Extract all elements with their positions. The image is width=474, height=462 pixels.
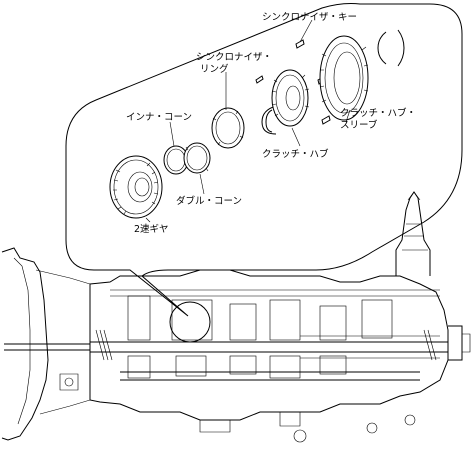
label-synchronizer-ring-2: リング: [200, 63, 229, 75]
second-gear-part: [109, 155, 163, 219]
label-clutch-hub: クラッチ・ハブ: [262, 148, 329, 160]
leader-clutch-hub-sleeve: [345, 109, 351, 123]
synchronizer-key-bottom: [321, 115, 331, 125]
label-clutch-hub-sleeve-2: スリーブ: [340, 119, 378, 131]
snap-ring-left: [261, 105, 277, 135]
snap-ring-right: [377, 29, 405, 67]
label-clutch-hub-sleeve-1: クラッチ・ハブ・: [340, 107, 416, 119]
label-second-gear: 2速ギヤ: [134, 224, 169, 235]
transmission-assembly: [1, 191, 471, 443]
leader-second-gear: [145, 217, 151, 223]
label-synchronizer-ring-1: シンクロナイザ・: [196, 52, 272, 63]
label-synchronizer-key: シンクロナイザ・キー: [262, 12, 357, 23]
label-inner-cone: インナ・コーン: [126, 112, 192, 123]
clutch-hub-part: [271, 69, 310, 127]
leader-clutch-hub: [291, 127, 301, 147]
callout-focus-circle: [169, 301, 211, 343]
synchronizer-key-left: [255, 75, 264, 84]
synchronizer-ring-part: [211, 107, 245, 149]
leader-inner-cone: [169, 121, 175, 147]
label-double-cone: ダブル・コーン: [176, 195, 242, 207]
synchronizer-key-top: [295, 39, 305, 49]
clutch-hub-sleeve-part: [319, 35, 369, 121]
leader-double-cone: [199, 173, 205, 195]
leader-synchronizer-key: [299, 19, 313, 43]
double-cone-part: [183, 142, 211, 174]
